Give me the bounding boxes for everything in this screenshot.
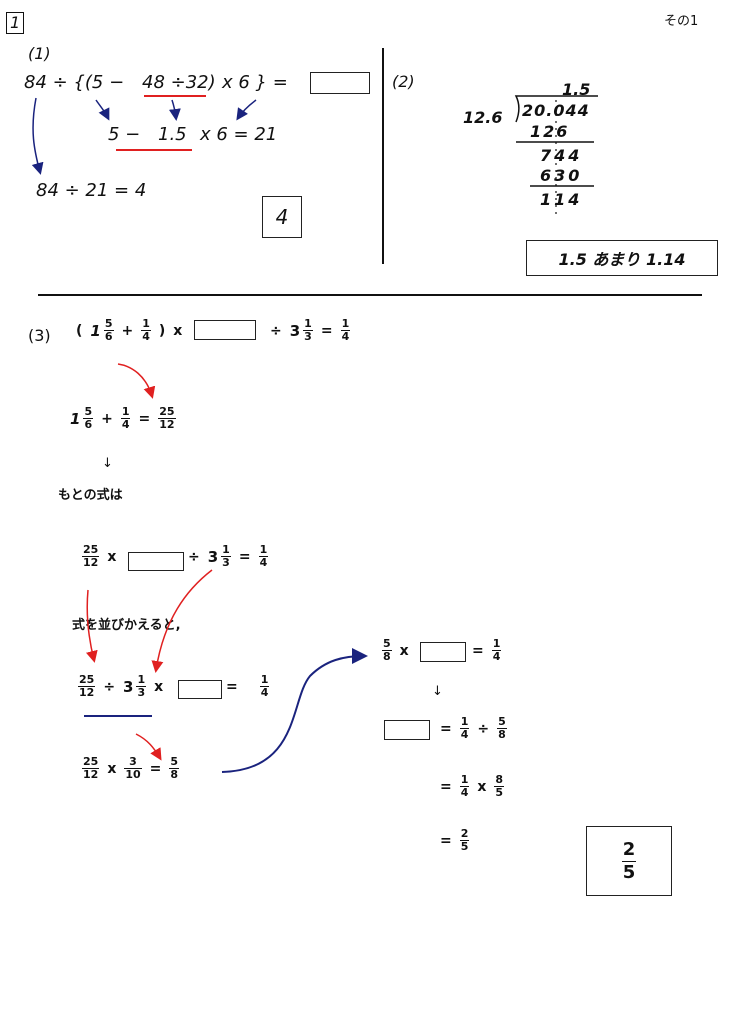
p3-down-arrow-2: ↓ (432, 684, 443, 699)
p1-arrow-2 (95, 99, 110, 121)
p1-step2-a: 5 − (108, 124, 141, 145)
p1-answer-box: 4 (262, 196, 302, 238)
p1-step2-c: x 6 = 21 (200, 124, 278, 145)
p3-open-paren: ( (76, 322, 83, 339)
p2-sub1: 126 (530, 122, 570, 141)
p3-close-paren: ) (158, 322, 166, 339)
p1-arrow-3 (168, 99, 181, 121)
p3-rearranged-blank[interactable] (178, 680, 222, 699)
p3-w1: 1 (90, 321, 101, 340)
p1-arrow-4 (236, 99, 257, 121)
p1-answer-blank[interactable] (310, 72, 370, 94)
p3-note1: もとの式は (58, 488, 123, 503)
horizontal-divider (38, 294, 702, 296)
p3-label: (3) (28, 326, 51, 345)
p3-arrow-b (85, 589, 98, 663)
p3-right-blank[interactable] (420, 642, 466, 662)
p3-arrow-c (151, 569, 213, 673)
p1-expr-c: x 6 } = (222, 72, 288, 93)
p3-down-arrow-1: ↓ (102, 456, 113, 471)
p3-eq: = (320, 322, 333, 339)
page-label: その1 (664, 14, 699, 29)
p1-step2-b: 1.5 (158, 124, 187, 145)
p3-w3: 3 (289, 321, 301, 340)
p3-arrow-d (135, 733, 162, 761)
p2-rem1: 744 (540, 146, 583, 165)
p2-division-bracket (514, 95, 598, 123)
p2-sub2: 630 (540, 166, 583, 185)
p1-expr-a: 84 ÷ {(5 − (24, 72, 125, 93)
p2-divisor: 12.6 (463, 108, 503, 127)
p2-answer: 1.5 あまり 1.14 (558, 250, 686, 269)
p2-answer-box: 1.5 あまり 1.14 (526, 240, 718, 276)
p3-problem-blank[interactable] (194, 320, 256, 340)
p2-dividend: 20.044 (522, 101, 590, 120)
p1-label: (1) (28, 44, 51, 63)
p1-arrow-1 (31, 97, 44, 175)
p2-quotient: 1.5 (562, 80, 591, 99)
p3-arrow-a (117, 363, 156, 399)
p1-step3: 84 ÷ 21 = 4 (36, 180, 147, 201)
p3-solve-blank[interactable] (384, 720, 430, 740)
p3-div: ÷ (270, 322, 282, 339)
p2-label: (2) (392, 72, 415, 91)
p3-times: x (173, 322, 183, 339)
p2-rem2: 114 (540, 190, 583, 209)
p1-expr-b: 48 ÷32) (142, 72, 216, 93)
vertical-divider (382, 48, 384, 264)
p3-arrow-e (221, 648, 368, 773)
p3-orig-blank[interactable] (128, 552, 184, 571)
p3-plus: + (121, 322, 134, 339)
problem-number: 1 (6, 12, 25, 34)
p3-note2: 式を並びかえると, (72, 618, 181, 633)
p1-answer: 4 (275, 205, 289, 229)
